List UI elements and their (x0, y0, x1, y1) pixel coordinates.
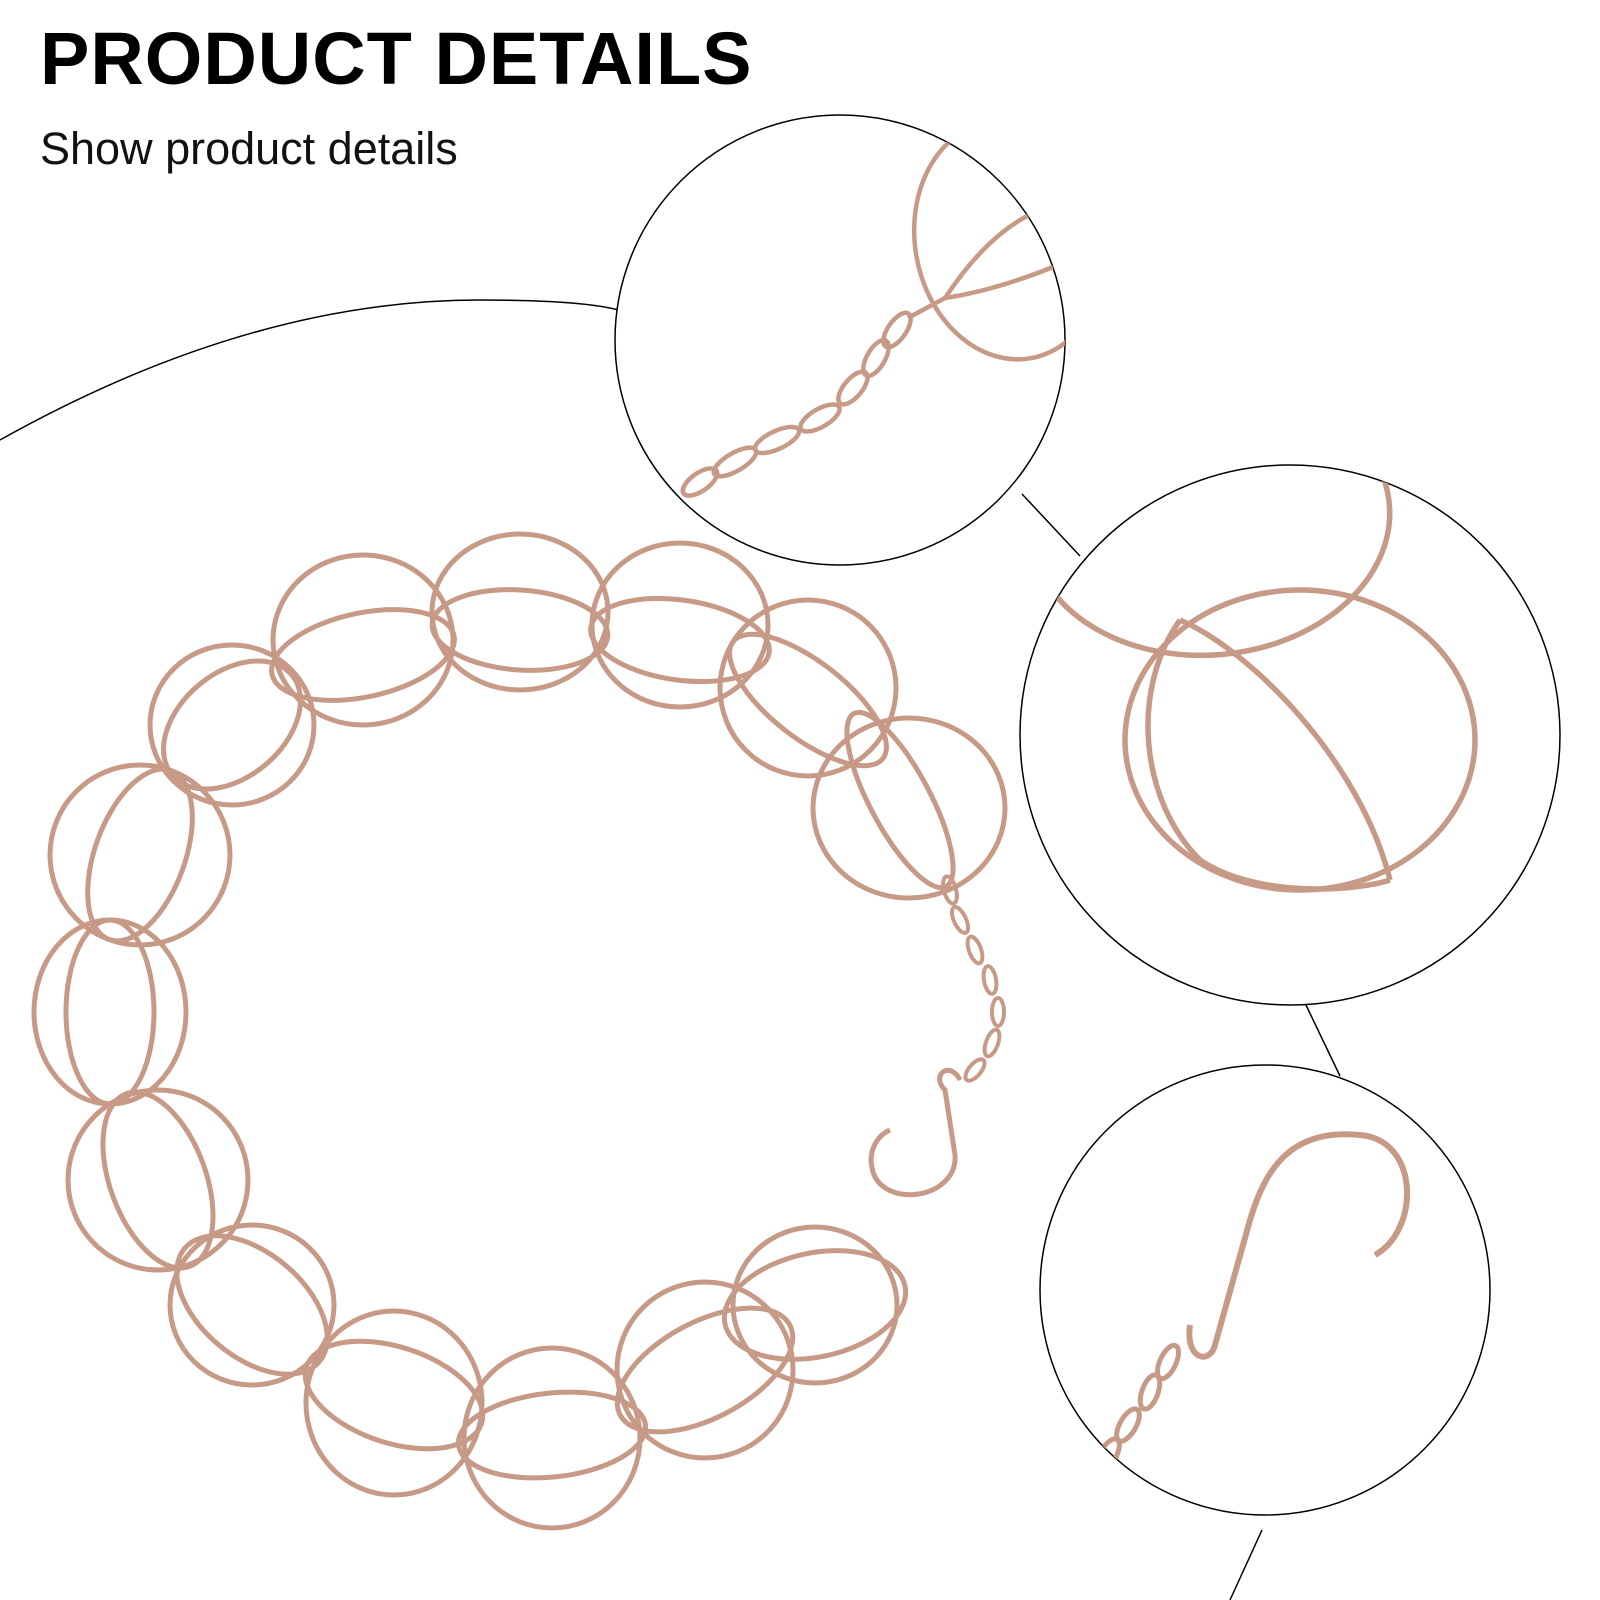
chain-ring (174, 1233, 330, 1377)
chain-ring (614, 1305, 796, 1435)
chain-ring (717, 597, 899, 779)
chain-ring (455, 1389, 649, 1481)
background-arc (0, 299, 631, 441)
chain-ring (47, 762, 233, 948)
chain-ring (85, 766, 195, 944)
chain-ring (429, 531, 611, 693)
connector-line (1229, 1529, 1263, 1600)
chain-ring (269, 607, 457, 703)
chain-ring (461, 1345, 643, 1531)
chain-ring (844, 709, 956, 891)
chain-ring (730, 1224, 900, 1386)
chain-ring (167, 1222, 337, 1388)
small-chain (941, 874, 1006, 1083)
page-subtitle: Show product details (40, 123, 458, 174)
rain-chain (31, 531, 1008, 1531)
chain-ring (147, 642, 317, 808)
chain-ring (614, 1279, 796, 1461)
page-title: PRODUCT DETAILS (40, 17, 753, 100)
chain-ring (31, 917, 189, 1107)
chain-ring (588, 595, 772, 685)
chain-ring (721, 1248, 909, 1362)
chain-ring (810, 715, 1008, 901)
chain-ring (429, 587, 611, 673)
s-hook (868, 1067, 963, 1198)
chain-ring (65, 1087, 251, 1273)
chain-ring (302, 1338, 486, 1452)
detail-view-ring (1019, 464, 1561, 1006)
chain-ring (100, 1089, 216, 1271)
detail-view-chain (614, 114, 1066, 566)
chain-ring (161, 658, 303, 792)
detail-view-hook (1039, 1064, 1491, 1516)
chain-ring (727, 631, 889, 769)
connector-line (1021, 493, 1081, 557)
connector-line (1304, 1002, 1341, 1077)
chain-ring (303, 1308, 485, 1498)
chain-ring (63, 917, 157, 1107)
